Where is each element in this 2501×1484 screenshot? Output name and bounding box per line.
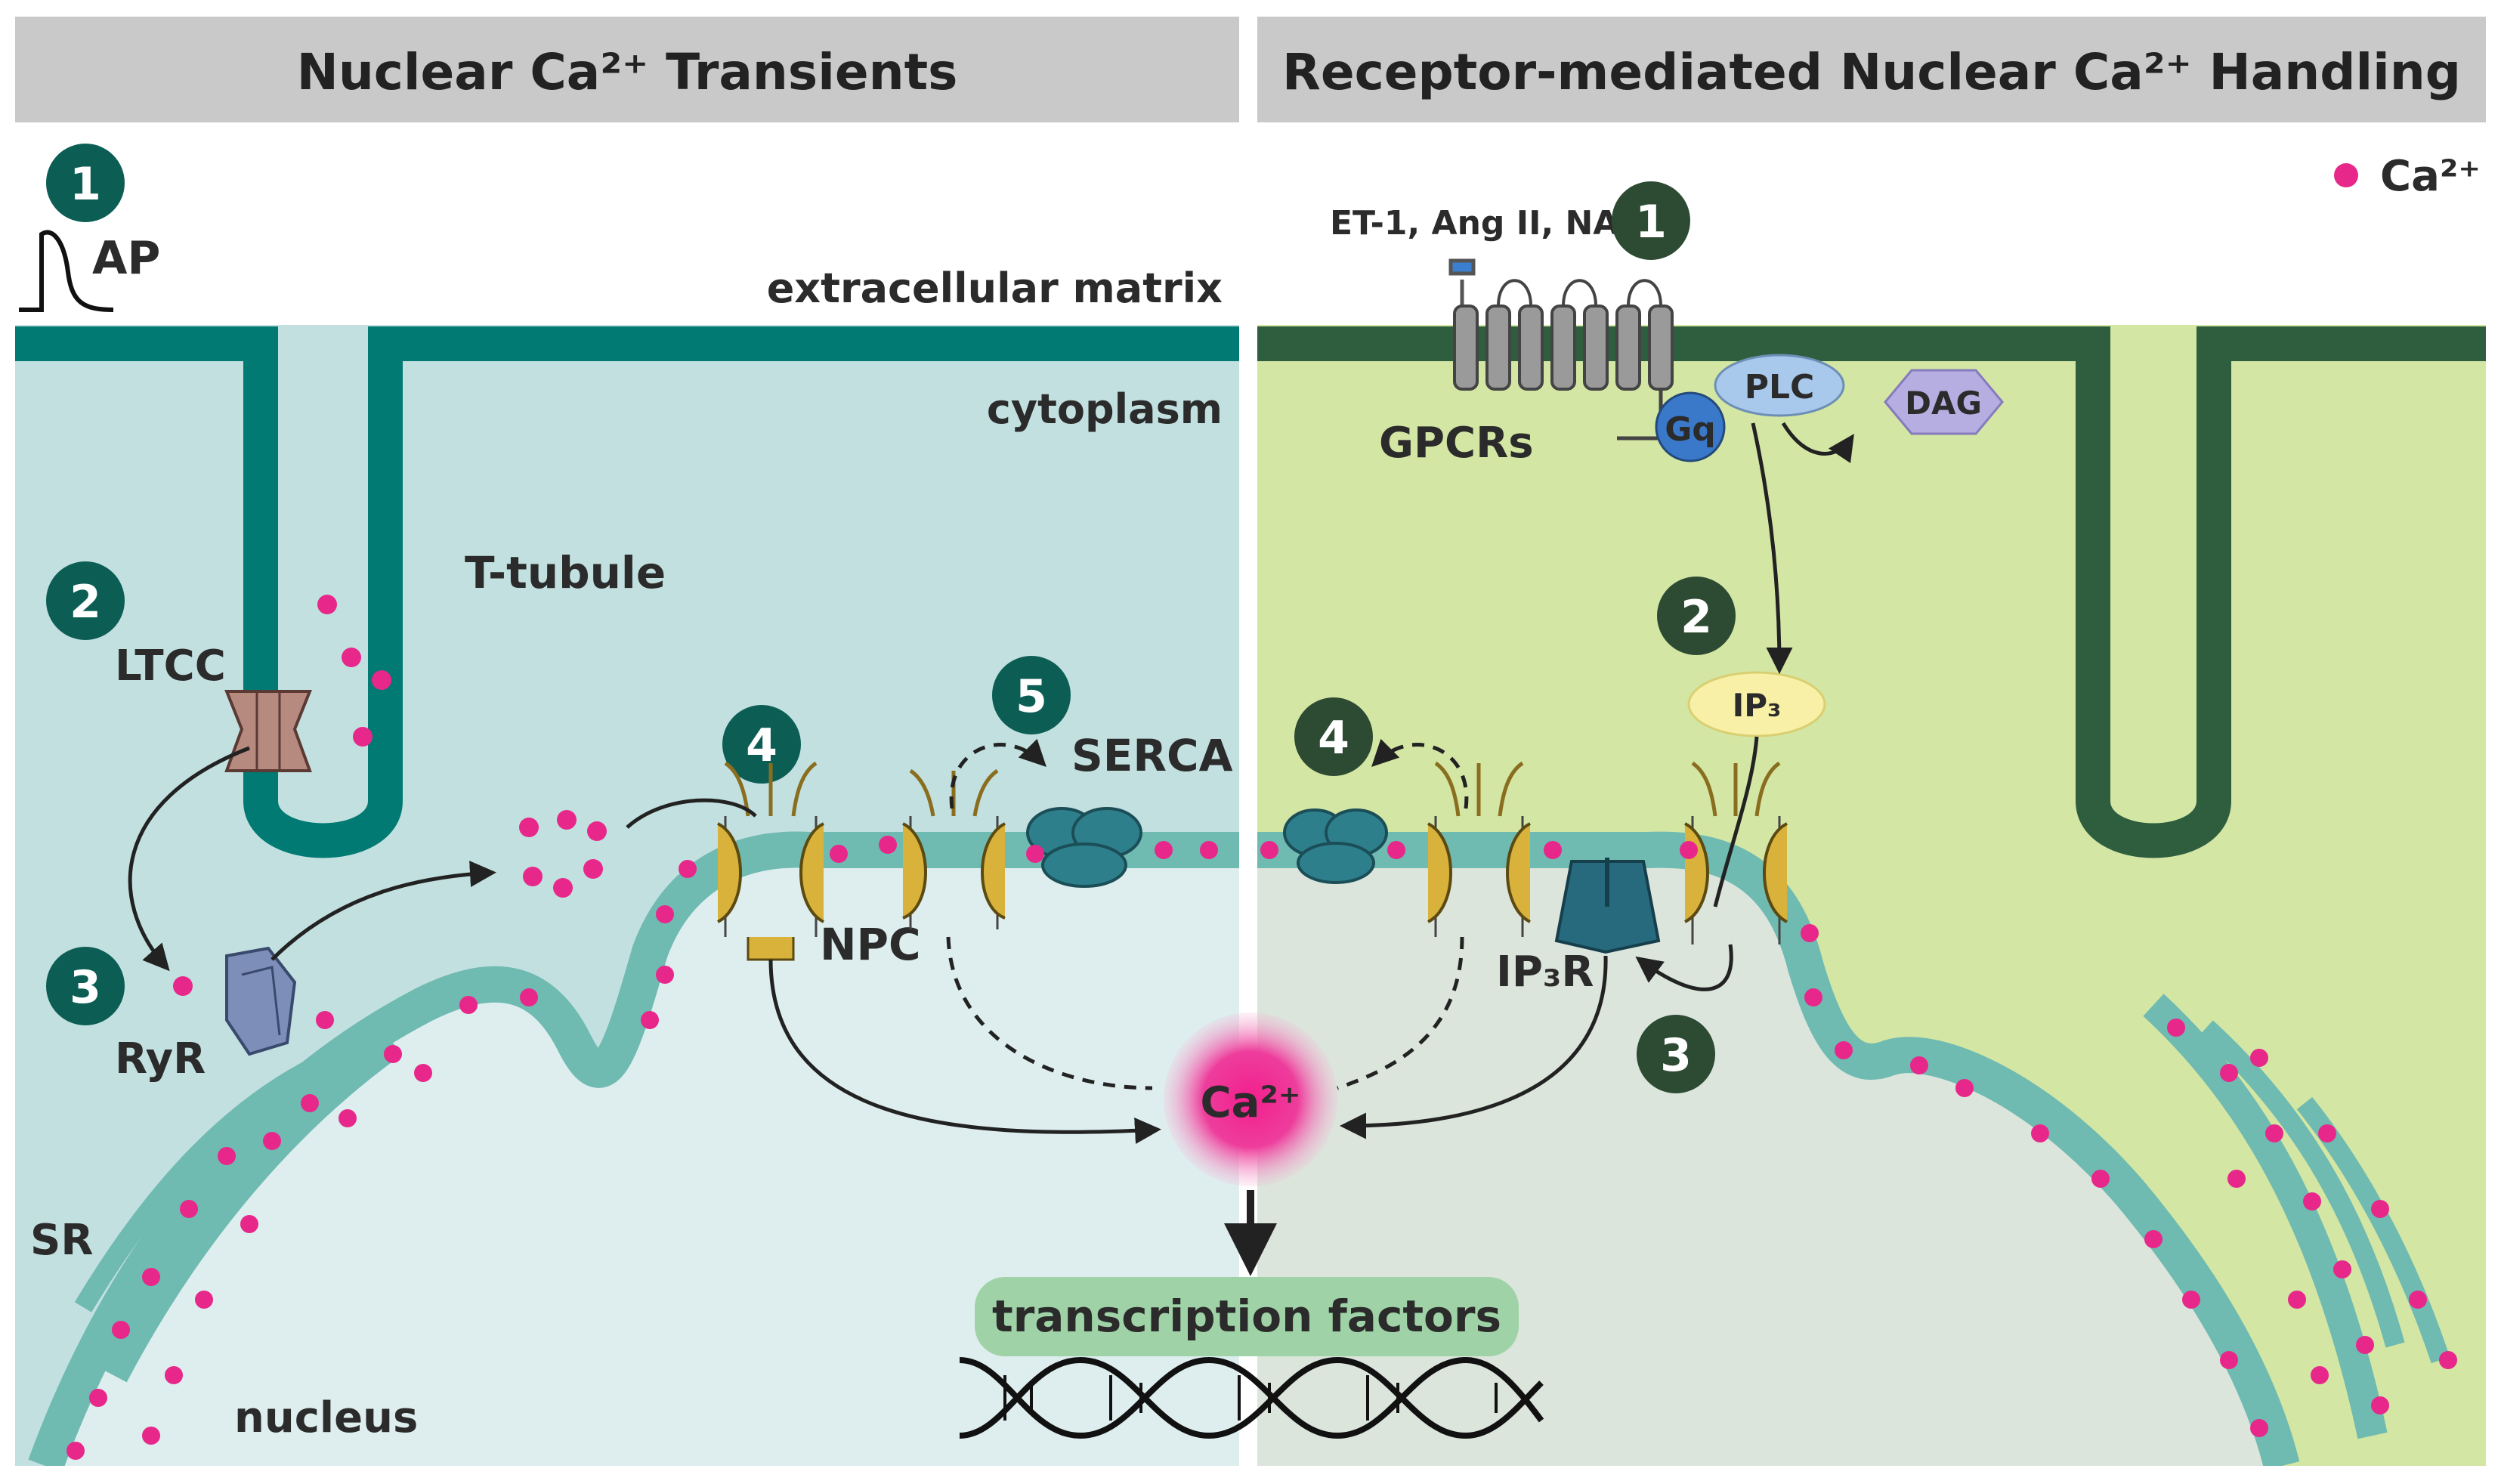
ryr-channel-icon	[225, 946, 297, 1056]
left-step-5-badge	[992, 656, 1071, 734]
left-step-2-badge	[46, 561, 125, 640]
left-panel	[15, 325, 1239, 1466]
left-step-4-number: 4	[746, 719, 778, 772]
left-step-1-badge	[46, 144, 125, 222]
serca-pump-right-icon	[1283, 808, 1388, 884]
svg-text:Ca²⁺: Ca²⁺	[1201, 1078, 1301, 1127]
left-step-5-number: 5	[1016, 670, 1047, 723]
svg-text:Gq: Gq	[1665, 410, 1716, 449]
nuclear-calcium-spot: Ca²⁺	[1164, 1013, 1337, 1186]
right-step-3-badge	[1637, 1015, 1715, 1093]
right-step-3-number: 3	[1660, 1029, 1692, 1082]
ttubule-label: T-tubule	[465, 547, 666, 598]
extracellular-label: extracellular matrix	[767, 264, 1223, 312]
left-sr-inner-1	[165, 1049, 360, 1230]
svg-text:DAG: DAG	[1905, 385, 1982, 422]
gpcr-receptor-icon	[1448, 258, 1674, 441]
npc-icon-left-1	[717, 761, 824, 961]
right-step-2-number: 2	[1680, 591, 1712, 644]
dag-hexagon-icon: DAG	[1884, 369, 2004, 435]
ip3r-channel-icon	[1554, 858, 1661, 954]
npc-label: NPC	[820, 919, 921, 970]
ap-label: AP	[92, 232, 160, 285]
left-nucleus-area	[45, 849, 1239, 1466]
npc-icon-right-1	[1427, 761, 1531, 937]
left-panel-title: Nuclear Ca²⁺ Transients	[297, 43, 958, 101]
serca-label: SERCA	[1071, 730, 1233, 781]
left-arrows	[128, 738, 1161, 1144]
sr-label: SR	[30, 1216, 93, 1265]
right-step-4-badge	[1294, 697, 1373, 776]
right-sr-inner-1	[2200, 1020, 2405, 1348]
left-sr-outer	[100, 1030, 402, 1383]
right-step-1-badge	[1612, 181, 1690, 260]
ip3r-label: IP₃R	[1496, 948, 1594, 997]
right-step-4-number: 4	[1318, 712, 1349, 765]
legend-calcium-dot	[2334, 163, 2358, 187]
right-sr-outer	[2143, 994, 2388, 1439]
plc-enzyme-icon: PLC	[1714, 354, 1845, 417]
svg-text:transcription factors: transcription factors	[992, 1291, 1501, 1342]
left-step-4-badge	[722, 705, 801, 784]
transcription-factors-box: transcription factors	[975, 1277, 1519, 1356]
calcium-dots-left	[66, 595, 1218, 1460]
serca-pump-icon	[1026, 807, 1142, 888]
left-step-1-number: 1	[70, 158, 101, 211]
gpcrs-label: GPCRs	[1379, 419, 1534, 468]
ip3-molecule-icon: IP₃	[1687, 671, 1826, 737]
ap-waveform-icon	[19, 230, 114, 312]
legend-calcium-label: Ca²⁺	[2380, 152, 2481, 201]
left-header-bar	[15, 17, 1239, 122]
gq-protein-icon: Gq	[1655, 391, 1726, 462]
calcium-dots-right	[1260, 841, 2457, 1437]
left-plasma-membrane	[15, 326, 1239, 858]
right-plasma-membrane	[1257, 326, 2486, 858]
ryr-label: RyR	[115, 1034, 206, 1084]
ligands-label: ET-1, Ang II, NA	[1330, 204, 1618, 243]
left-step-3-badge	[46, 947, 125, 1025]
dna-helix-icon	[959, 1356, 1544, 1439]
npc-icon-right-2	[1684, 761, 1788, 945]
right-panel-title: Receptor-mediated Nuclear Ca²⁺ Handling	[1282, 43, 2461, 101]
right-step-1-number: 1	[1635, 196, 1667, 249]
nucleus-label: nucleus	[234, 1393, 418, 1442]
left-step-3-number: 3	[70, 961, 101, 1014]
cytoplasm-label: cytoplasm	[987, 385, 1223, 433]
right-arrows	[1337, 422, 1854, 1139]
npc-icon-left-2	[902, 768, 1006, 929]
left-step-2-number: 2	[70, 576, 101, 629]
left-sr-inner-2	[74, 1056, 322, 1312]
right-step-2-badge	[1657, 577, 1736, 655]
svg-text:PLC: PLC	[1745, 368, 1815, 407]
svg-text:IP₃: IP₃	[1733, 687, 1782, 724]
right-header-bar	[1257, 17, 2486, 122]
ltcc-label: LTCC	[115, 642, 226, 691]
ltcc-channel-icon	[224, 690, 312, 772]
